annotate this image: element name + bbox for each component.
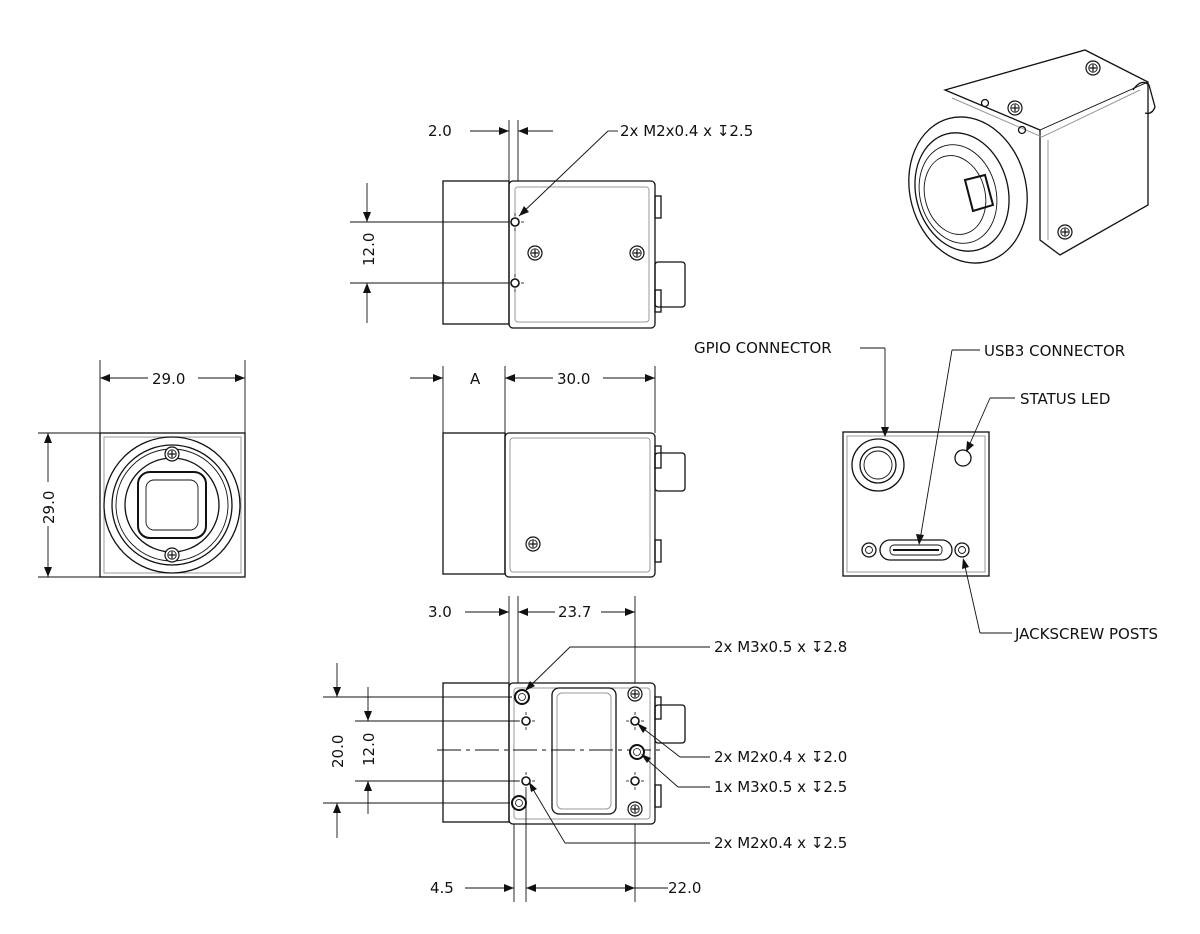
dim-front-width: 29.0 [152, 370, 185, 388]
gpio-port-icon [851, 438, 905, 492]
front-lens-mount [103, 436, 241, 574]
callout-bottom-m2-right: 2x M2x0.4 x ↧2.0 [714, 748, 847, 766]
dim-top-offset: 2.0 [428, 122, 452, 140]
bottom-view-dimensions: 3.0 23.7 20.0 12.0 4.5 22.0 2x M3x0.5 x … [323, 596, 847, 902]
front-body [99, 432, 246, 578]
threaded-hole-icon [629, 744, 645, 760]
dim-side-offset: A [470, 370, 481, 388]
screw-icon [629, 245, 645, 261]
isometric-view [908, 49, 1156, 264]
label-gpio-connector: GPIO CONNECTOR [694, 339, 832, 357]
label-usb3-connector: USB3 CONNECTOR [984, 342, 1125, 360]
rear-view [842, 431, 990, 577]
screw-icon [627, 801, 643, 817]
dim-bottom-left: 4.5 [430, 879, 454, 897]
rear-view-labels: GPIO CONNECTOR USB3 CONNECTOR STATUS LED… [694, 339, 1158, 643]
status-led-icon [954, 449, 972, 467]
threaded-hole-icon [516, 711, 536, 731]
screw-icon [164, 446, 180, 462]
top-view-dimensions: 2.0 12.0 2x M2x0.4 x ↧2.5 [350, 120, 753, 323]
bottom-camera-body [508, 682, 656, 825]
screw-icon [1057, 224, 1073, 240]
threaded-hole-icon [511, 795, 527, 811]
screw-icon [1007, 100, 1023, 116]
dim-bottom-right: 22.0 [668, 879, 701, 897]
dim-top-height: 12.0 [360, 233, 378, 266]
callout-bottom-m2-left: 2x M2x0.4 x ↧2.5 [714, 834, 847, 852]
dim-side-length: 30.0 [557, 370, 590, 388]
threaded-hole-icon [625, 771, 645, 791]
screw-icon [627, 686, 643, 702]
usb3-port-icon [879, 539, 953, 561]
bottom-label-recess [551, 687, 617, 815]
threaded-hole-icon [514, 689, 530, 705]
screw-icon [1085, 60, 1101, 76]
rear-body [842, 431, 990, 577]
top-lens-barrel [442, 180, 510, 325]
dim-bottom-inner: 12.0 [360, 733, 378, 766]
side-camera-body [504, 432, 656, 578]
side-lens-barrel [442, 432, 506, 575]
side-connector-shell [654, 452, 686, 492]
front-sensor-window [137, 471, 207, 539]
label-status-led: STATUS LED [1020, 390, 1110, 408]
dim-bottom-outer: 20.0 [329, 735, 347, 768]
iso-connector [1132, 81, 1156, 115]
dim-front-height: 29.0 [40, 491, 58, 524]
screw-icon [164, 547, 180, 563]
dim-bottom-spacing: 23.7 [558, 603, 591, 621]
top-connector-shell [654, 261, 686, 308]
top-view [442, 180, 686, 329]
label-jackscrew-posts: JACKSCREW POSTS [1014, 625, 1158, 643]
bottom-view [437, 682, 686, 825]
bottom-lens-barrel [442, 682, 510, 823]
jackscrew-post-icon [861, 542, 970, 558]
callout-top-holes: 2x M2x0.4 x ↧2.5 [620, 122, 753, 140]
dim-bottom-offset: 3.0 [428, 603, 452, 621]
screw-icon [527, 245, 543, 261]
screw-icon [525, 536, 541, 552]
callout-bottom-m3-pair: 2x M3x0.5 x ↧2.8 [714, 638, 847, 656]
front-view: 29.0 29.0 [38, 360, 246, 578]
top-camera-body [508, 180, 656, 329]
callout-bottom-m3-single: 1x M3x0.5 x ↧2.5 [714, 778, 847, 796]
side-view: A 30.0 [410, 366, 686, 578]
